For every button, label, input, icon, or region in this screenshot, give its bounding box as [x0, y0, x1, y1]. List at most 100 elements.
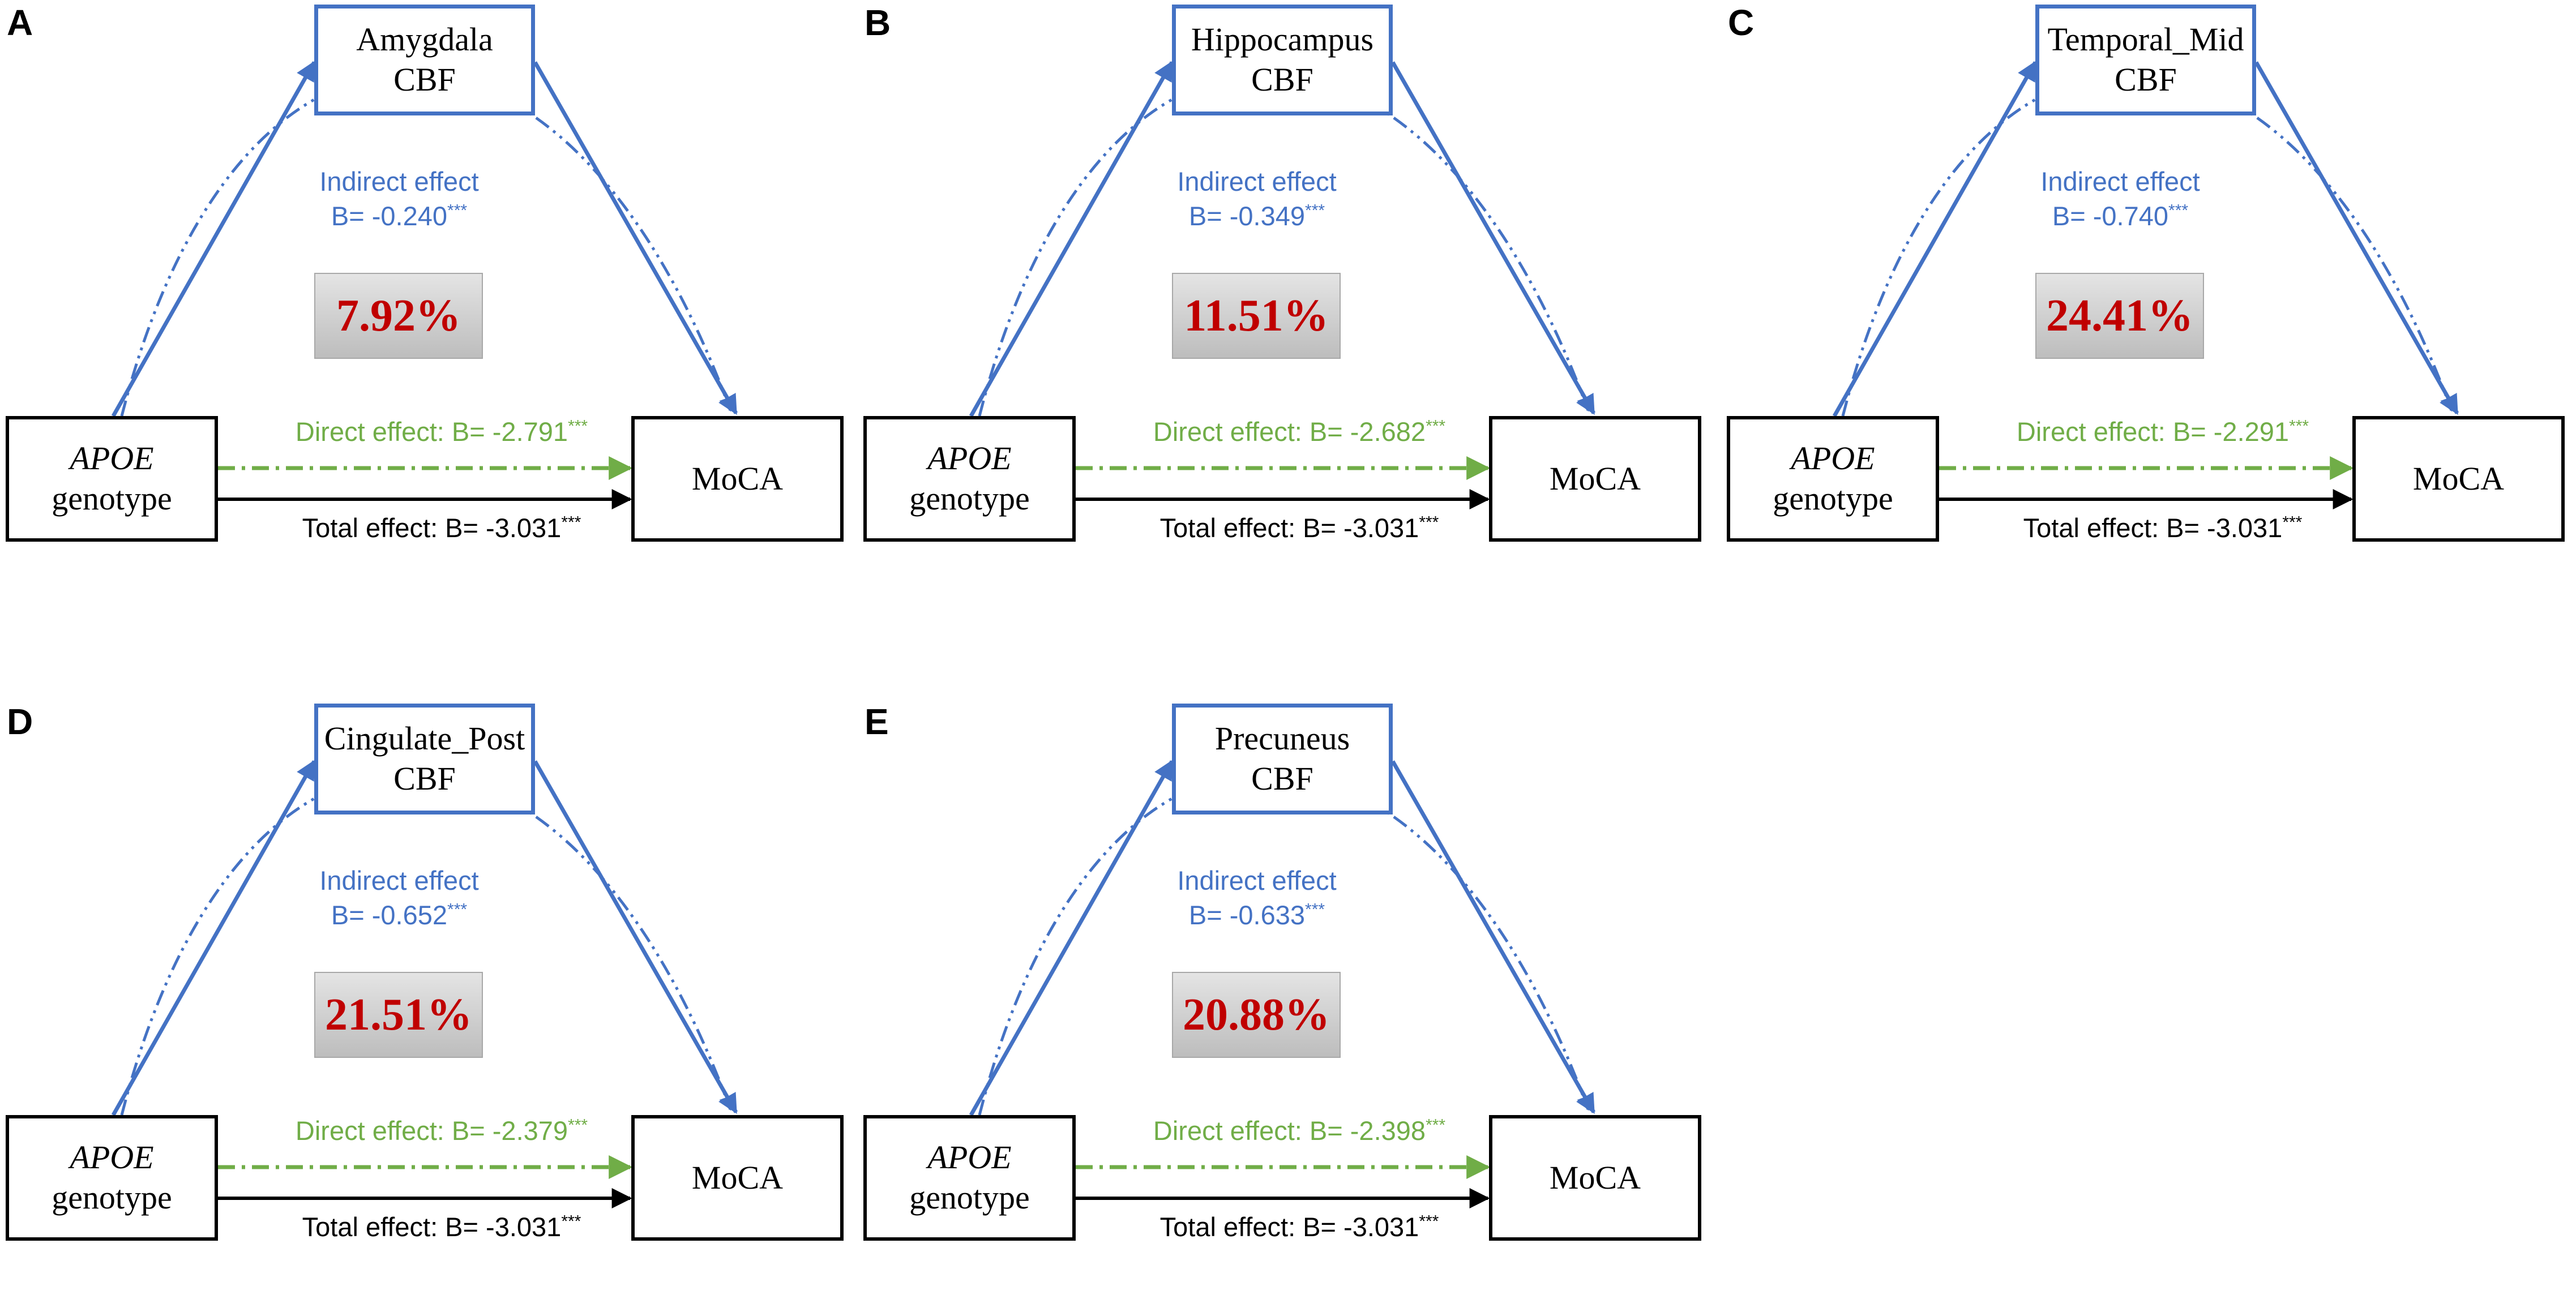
- total-prefix: Total effect: B=: [302, 1212, 486, 1242]
- mediation-panel-a: A Amygdala CBF Indirect effect B= -0.240…: [0, 0, 861, 600]
- moca-box: MoCA: [631, 416, 844, 542]
- total-value: -3.031: [1343, 513, 1419, 543]
- path-b-arrow: [1390, 61, 1596, 415]
- indirect-effect-title: Indirect effect: [319, 166, 479, 196]
- x-label-rest: genotype: [909, 1179, 1030, 1216]
- mediator-suffix: CBF: [2115, 61, 2177, 98]
- indirect-effect-title: Indirect effect: [1177, 166, 1337, 196]
- y-label: MoCA: [1549, 1159, 1641, 1196]
- panel-letter-text: C: [1728, 2, 1755, 43]
- path-b-arrow: [1390, 760, 1596, 1114]
- panel-letter: A: [7, 5, 33, 41]
- path-b-arrow: [2254, 61, 2459, 415]
- direct-value: -2.291: [2213, 417, 2290, 447]
- indirect-effect-value-line: B= -0.633***: [1166, 898, 1347, 932]
- panel-letter: E: [865, 704, 889, 740]
- direct-significance: ***: [1426, 417, 1446, 436]
- total-value: -3.031: [486, 1212, 562, 1242]
- indirect-effect-curve: [1841, 72, 2454, 417]
- direct-prefix: Direct effect: B=: [1153, 1116, 1350, 1146]
- total-prefix: Total effect: B=: [2023, 513, 2207, 543]
- mediator-suffix: CBF: [393, 61, 456, 98]
- total-value: -3.031: [2207, 513, 2283, 543]
- mediation-panel-d: D Cingulate_Post CBF Indirect effect B= …: [0, 699, 861, 1299]
- y-label: MoCA: [1549, 460, 1641, 497]
- path-arrows: [1832, 60, 2459, 509]
- indirect-significance: ***: [1305, 201, 1325, 220]
- mediator-suffix: CBF: [1251, 61, 1313, 98]
- indirect-value: -0.740: [2093, 201, 2169, 231]
- mediation-percentage: 20.88%: [1183, 989, 1330, 1040]
- direct-effect-label: Direct effect: B= -2.682***: [1107, 416, 1492, 447]
- path-arrows: [111, 60, 738, 509]
- mediator-suffix: CBF: [393, 760, 456, 797]
- total-effect-label: Total effect: B= -3.031***: [1107, 1211, 1492, 1242]
- mediator-region: Temporal_Mid: [2047, 21, 2244, 58]
- direct-effect-label: Direct effect: B= -2.291***: [1970, 416, 2355, 447]
- mediator-region: Amygdala: [356, 21, 493, 58]
- mediation-percentage: 24.41%: [2046, 290, 2193, 341]
- direct-value: -2.379: [492, 1116, 568, 1146]
- mediation-percentage: 7.92%: [336, 290, 461, 341]
- mediation-percentage-box: 20.88%: [1172, 972, 1341, 1058]
- indirect-effect-title: Indirect effect: [2040, 166, 2200, 196]
- path-arrows: [969, 60, 1596, 509]
- direct-prefix: Direct effect: B=: [2016, 417, 2214, 447]
- mediator-box: Temporal_Mid CBF: [2035, 5, 2256, 115]
- apoe-genotype-box: APOE genotype: [863, 416, 1076, 542]
- indirect-value: -0.349: [1229, 201, 1306, 231]
- direct-prefix: Direct effect: B=: [295, 417, 493, 447]
- panel-letter-text: A: [7, 2, 33, 43]
- total-significance: ***: [561, 1212, 581, 1231]
- indirect-effect-title: Indirect effect: [1177, 865, 1337, 895]
- indirect-effect-label: Indirect effect B= -0.652***: [309, 863, 490, 932]
- indirect-prefix: B=: [1188, 201, 1230, 231]
- apoe-genotype-box: APOE genotype: [863, 1115, 1076, 1241]
- mediator-box: Hippocampus CBF: [1172, 5, 1393, 115]
- total-significance: ***: [1419, 1212, 1439, 1231]
- indirect-prefix: B=: [331, 900, 372, 931]
- mediator-region: Cingulate_Post: [324, 720, 525, 757]
- mediation-panel-e: E Precuneus CBF Indirect effect B= -0.63…: [858, 699, 1718, 1299]
- direct-significance: ***: [568, 1116, 588, 1135]
- indirect-effect-curve: [120, 771, 733, 1116]
- total-prefix: Total effect: B=: [1159, 513, 1344, 543]
- total-effect-label: Total effect: B= -3.031***: [1107, 512, 1492, 543]
- indirect-effect-value-line: B= -0.740***: [2030, 199, 2211, 233]
- indirect-significance: ***: [1305, 900, 1325, 919]
- x-label-rest: genotype: [52, 1179, 172, 1216]
- apoe-genotype-box: APOE genotype: [6, 1115, 218, 1241]
- x-label-italic: APOE: [927, 1139, 1012, 1176]
- indirect-value: -0.652: [371, 900, 448, 931]
- indirect-value: -0.633: [1229, 900, 1306, 931]
- path-a-arrow: [969, 759, 1174, 1116]
- indirect-prefix: B=: [331, 201, 372, 231]
- x-label-italic: APOE: [70, 1139, 154, 1176]
- mediator-box: Precuneus CBF: [1172, 704, 1393, 814]
- direct-effect-label: Direct effect: B= -2.398***: [1107, 1115, 1492, 1146]
- mediation-percentage: 11.51%: [1184, 290, 1329, 341]
- apoe-genotype-box: APOE genotype: [1727, 416, 1939, 542]
- indirect-effect-label: Indirect effect B= -0.633***: [1166, 863, 1347, 932]
- mediator-box: Cingulate_Post CBF: [314, 704, 535, 814]
- indirect-effect-label: Indirect effect B= -0.240***: [309, 164, 490, 233]
- mediator-region: Hippocampus: [1191, 21, 1374, 58]
- direct-significance: ***: [2289, 417, 2309, 436]
- direct-effect-label: Direct effect: B= -2.379***: [249, 1115, 634, 1146]
- panel-letter: C: [1728, 5, 1754, 41]
- mediation-percentage-box: 24.41%: [2035, 273, 2204, 359]
- y-label: MoCA: [2412, 460, 2505, 497]
- panel-letter-text: B: [865, 2, 891, 43]
- moca-box: MoCA: [1489, 416, 1701, 542]
- x-label-italic: APOE: [70, 440, 154, 477]
- indirect-effect-curve: [978, 72, 1591, 417]
- indirect-effect-label: Indirect effect B= -0.349***: [1166, 164, 1347, 233]
- panel-letter-text: E: [865, 701, 889, 742]
- moca-box: MoCA: [2352, 416, 2565, 542]
- indirect-prefix: B=: [1188, 900, 1230, 931]
- mediator-region: Precuneus: [1214, 720, 1350, 757]
- moca-box: MoCA: [1489, 1115, 1701, 1241]
- indirect-effect-value-line: B= -0.349***: [1166, 199, 1347, 233]
- path-a-arrow: [111, 759, 316, 1116]
- indirect-effect-label: Indirect effect B= -0.740***: [2030, 164, 2211, 233]
